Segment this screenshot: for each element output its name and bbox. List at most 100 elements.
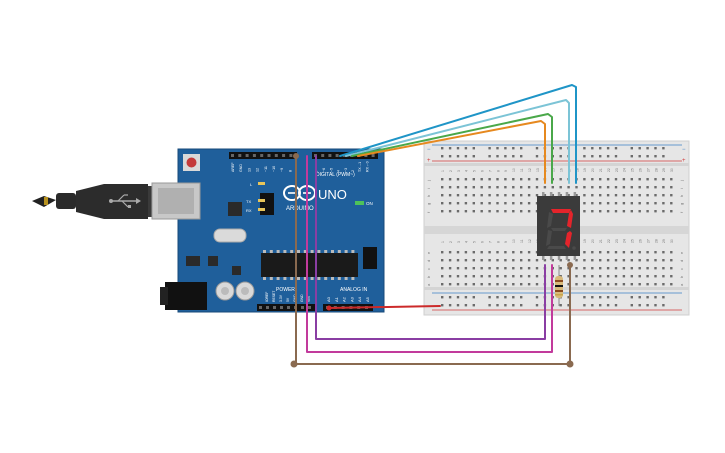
row-letter: f <box>679 211 684 213</box>
row-letter: h <box>679 195 684 197</box>
column-number-bottom: 23 <box>615 239 619 243</box>
column-number-top: 12 <box>528 168 532 172</box>
resistor[interactable] <box>555 265 563 306</box>
column-number-top: 22 <box>607 168 611 172</box>
analog-pin-label: A5 <box>365 296 370 302</box>
column-number-bottom: 10 <box>512 239 516 243</box>
wire-magenta[interactable] <box>306 155 553 353</box>
on-indicator: ON <box>355 201 373 206</box>
digital-pin-label: TX→1 <box>358 162 362 172</box>
power-pin-label: GND <box>300 294 304 302</box>
reset-button[interactable] <box>183 154 200 171</box>
column-number-top: 8 <box>496 170 500 172</box>
column-number-top: 4 <box>465 170 469 172</box>
column-number-bottom: 6 <box>481 241 485 243</box>
row-letter: i <box>679 188 684 189</box>
column-number-bottom: 9 <box>504 241 508 243</box>
column-number-top: 26 <box>639 168 643 172</box>
power-barrel-jack <box>160 282 207 310</box>
column-number-top: 10 <box>512 168 516 172</box>
wires[interactable] <box>290 84 577 368</box>
column-number-bottom: 25 <box>631 239 635 243</box>
column-number-bottom: 30 <box>670 239 674 243</box>
row-letter: b <box>679 275 684 278</box>
analog-pin-label: A1 <box>334 296 339 302</box>
row-letter: e <box>679 251 684 254</box>
arduino-uno-board[interactable]: L TX RX ARDUINO UNO ON <box>151 148 385 313</box>
row-letter: j <box>426 180 431 182</box>
wire-brown-gnd[interactable] <box>295 155 571 365</box>
segment-a <box>551 209 571 213</box>
row-letter: a <box>426 283 431 286</box>
row-letter: h <box>426 195 431 197</box>
led-tx-label: TX <box>246 199 251 204</box>
column-number-top: 20 <box>591 168 595 172</box>
usb-cable[interactable] <box>32 184 158 219</box>
power-pin-label: IOREF <box>265 292 269 302</box>
column-number-top: 15 <box>552 168 556 172</box>
wire-orange[interactable] <box>357 120 546 184</box>
digital-pin-label: RX←0 <box>365 161 369 172</box>
column-number-top: 16 <box>560 168 564 172</box>
segment-c <box>565 231 572 248</box>
led-rx-label: RX <box>246 208 252 213</box>
column-number-top: 2 <box>449 170 453 172</box>
power-pin-label: VIN <box>307 296 311 302</box>
column-number-bottom: 3 <box>457 241 461 243</box>
wire-purple[interactable] <box>315 155 546 340</box>
on-label: ON <box>366 201 373 206</box>
rail-plus-left: + <box>427 158 431 164</box>
digital-pin-label: ~3 <box>344 168 348 172</box>
column-number-bottom: 2 <box>449 241 453 243</box>
digital-pin-label: 8 <box>288 170 292 172</box>
column-number-top: 9 <box>504 170 508 172</box>
column-number-bottom: 19 <box>583 239 587 243</box>
row-letter: g <box>426 203 431 205</box>
column-number-bottom: 24 <box>623 239 627 243</box>
column-number-bottom: 1 <box>441 241 445 243</box>
column-number-top: 19 <box>583 168 587 172</box>
row-letter: e <box>426 251 431 254</box>
column-number-bottom: 29 <box>662 239 666 243</box>
brand-label: ARDUINO <box>286 206 314 212</box>
wire-light-blue[interactable] <box>345 99 570 184</box>
seven-segment-display[interactable] <box>537 192 580 260</box>
digital-pin-label: 4 <box>337 170 341 172</box>
wire-red-5v[interactable] <box>328 305 441 309</box>
digital-pin-label: 2 <box>351 170 355 172</box>
column-number-top: 30 <box>670 168 674 172</box>
column-number-top: 3 <box>457 170 461 172</box>
analog-pin-label: A3 <box>349 296 354 302</box>
column-number-top: 13 <box>536 168 540 172</box>
power-pin-label: RESET <box>272 291 276 302</box>
row-letter: d <box>426 260 431 262</box>
usb-connector-icon <box>109 194 141 208</box>
row-letter: c <box>679 268 684 270</box>
row-letter: i <box>426 188 431 189</box>
model-label: UNO <box>318 187 347 202</box>
digital-pin-label: ~11 <box>264 166 268 172</box>
column-number-bottom: 27 <box>646 239 650 243</box>
analog-pin-label: A4 <box>357 296 362 302</box>
column-number-top: 21 <box>599 168 603 172</box>
column-number-bottom: 12 <box>528 239 532 243</box>
column-number-top: 11 <box>520 168 524 172</box>
icsp-header-2 <box>363 247 377 269</box>
column-number-top: 27 <box>646 168 650 172</box>
digital-pin-label: ~5 <box>329 168 333 172</box>
row-letter: a <box>679 283 684 286</box>
column-number-top: 24 <box>623 168 627 172</box>
wire-green[interactable] <box>351 113 553 184</box>
wire-blue[interactable] <box>339 84 577 184</box>
column-number-top: 7 <box>488 170 492 172</box>
row-letter: b <box>426 275 431 278</box>
column-number-bottom: 22 <box>607 239 611 243</box>
row-letter: g <box>679 203 684 205</box>
segment-b <box>567 210 573 228</box>
digital-pin-label: GND <box>239 164 243 172</box>
analog-pin-label: A0 <box>326 296 331 302</box>
digital-header-label: DIGITAL (PWM~) <box>316 172 355 178</box>
icsp-header <box>260 193 274 215</box>
